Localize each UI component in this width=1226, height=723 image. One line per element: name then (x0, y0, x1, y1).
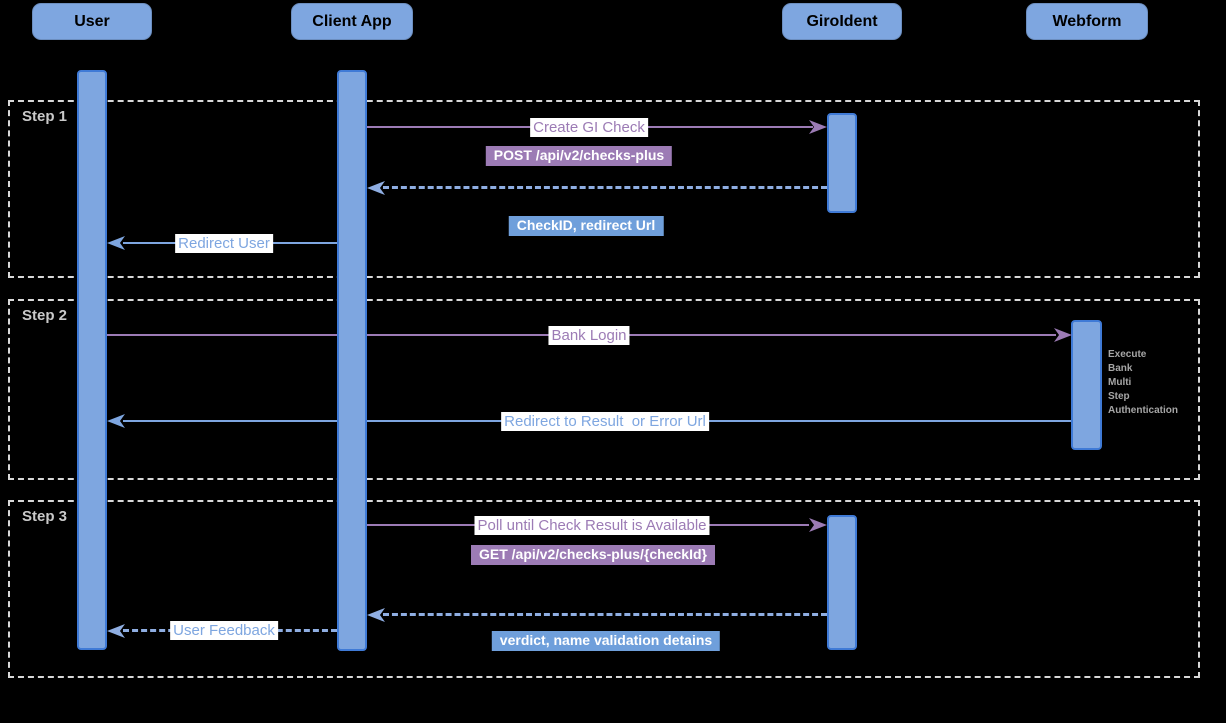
client-app-lifeline-bar (337, 70, 367, 651)
redirect-user-label: Redirect User (175, 234, 273, 253)
webform-note-line: Execute (1108, 349, 1147, 360)
webform-note-line: Bank (1108, 363, 1133, 374)
step2-frame: Step 2 (8, 299, 1200, 480)
checkid-return-line (383, 186, 827, 189)
actor-client-app: Client App (291, 3, 413, 40)
step2-label: Step 2 (22, 307, 68, 324)
step3-label: Step 3 (22, 508, 68, 525)
poll-label: Poll until Check Result is Available (474, 516, 710, 535)
step3-frame: Step 3 (8, 500, 1200, 678)
step1-label: Step 1 (22, 108, 68, 125)
user-lifeline-bar (77, 70, 107, 650)
create-check-label: Create GI Check (530, 118, 648, 137)
webform-note: Execute Bank Multi Step Authentication (1108, 348, 1178, 418)
verdict-payload-badge: verdict, name validation detains (491, 631, 721, 651)
webform-note-line: Step (1108, 391, 1130, 402)
redirect-result-label: Redirect to Result or Error Url (501, 412, 709, 431)
get-endpoint-badge: GET /api/v2/checks-plus/{checkId} (471, 545, 715, 565)
bank-login-label: Bank Login (548, 326, 630, 345)
step1-frame: Step 1 (8, 100, 1200, 278)
user-feedback-label: User Feedback (170, 621, 278, 640)
post-endpoint-badge: POST /api/v2/checks-plus (485, 146, 673, 166)
webform-activation (1071, 320, 1102, 450)
actor-webform: Webform (1026, 3, 1148, 40)
webform-note-line: Authentication (1108, 405, 1178, 416)
actor-user: User (32, 3, 152, 40)
giroident-activation-step3 (827, 515, 857, 650)
actor-giroident: GiroIdent (782, 3, 902, 40)
checkid-payload-badge: CheckID, redirect Url (508, 216, 664, 236)
webform-note-line: Multi (1108, 377, 1132, 388)
giroident-activation-step1 (827, 113, 857, 213)
verdict-return-line (383, 613, 827, 616)
